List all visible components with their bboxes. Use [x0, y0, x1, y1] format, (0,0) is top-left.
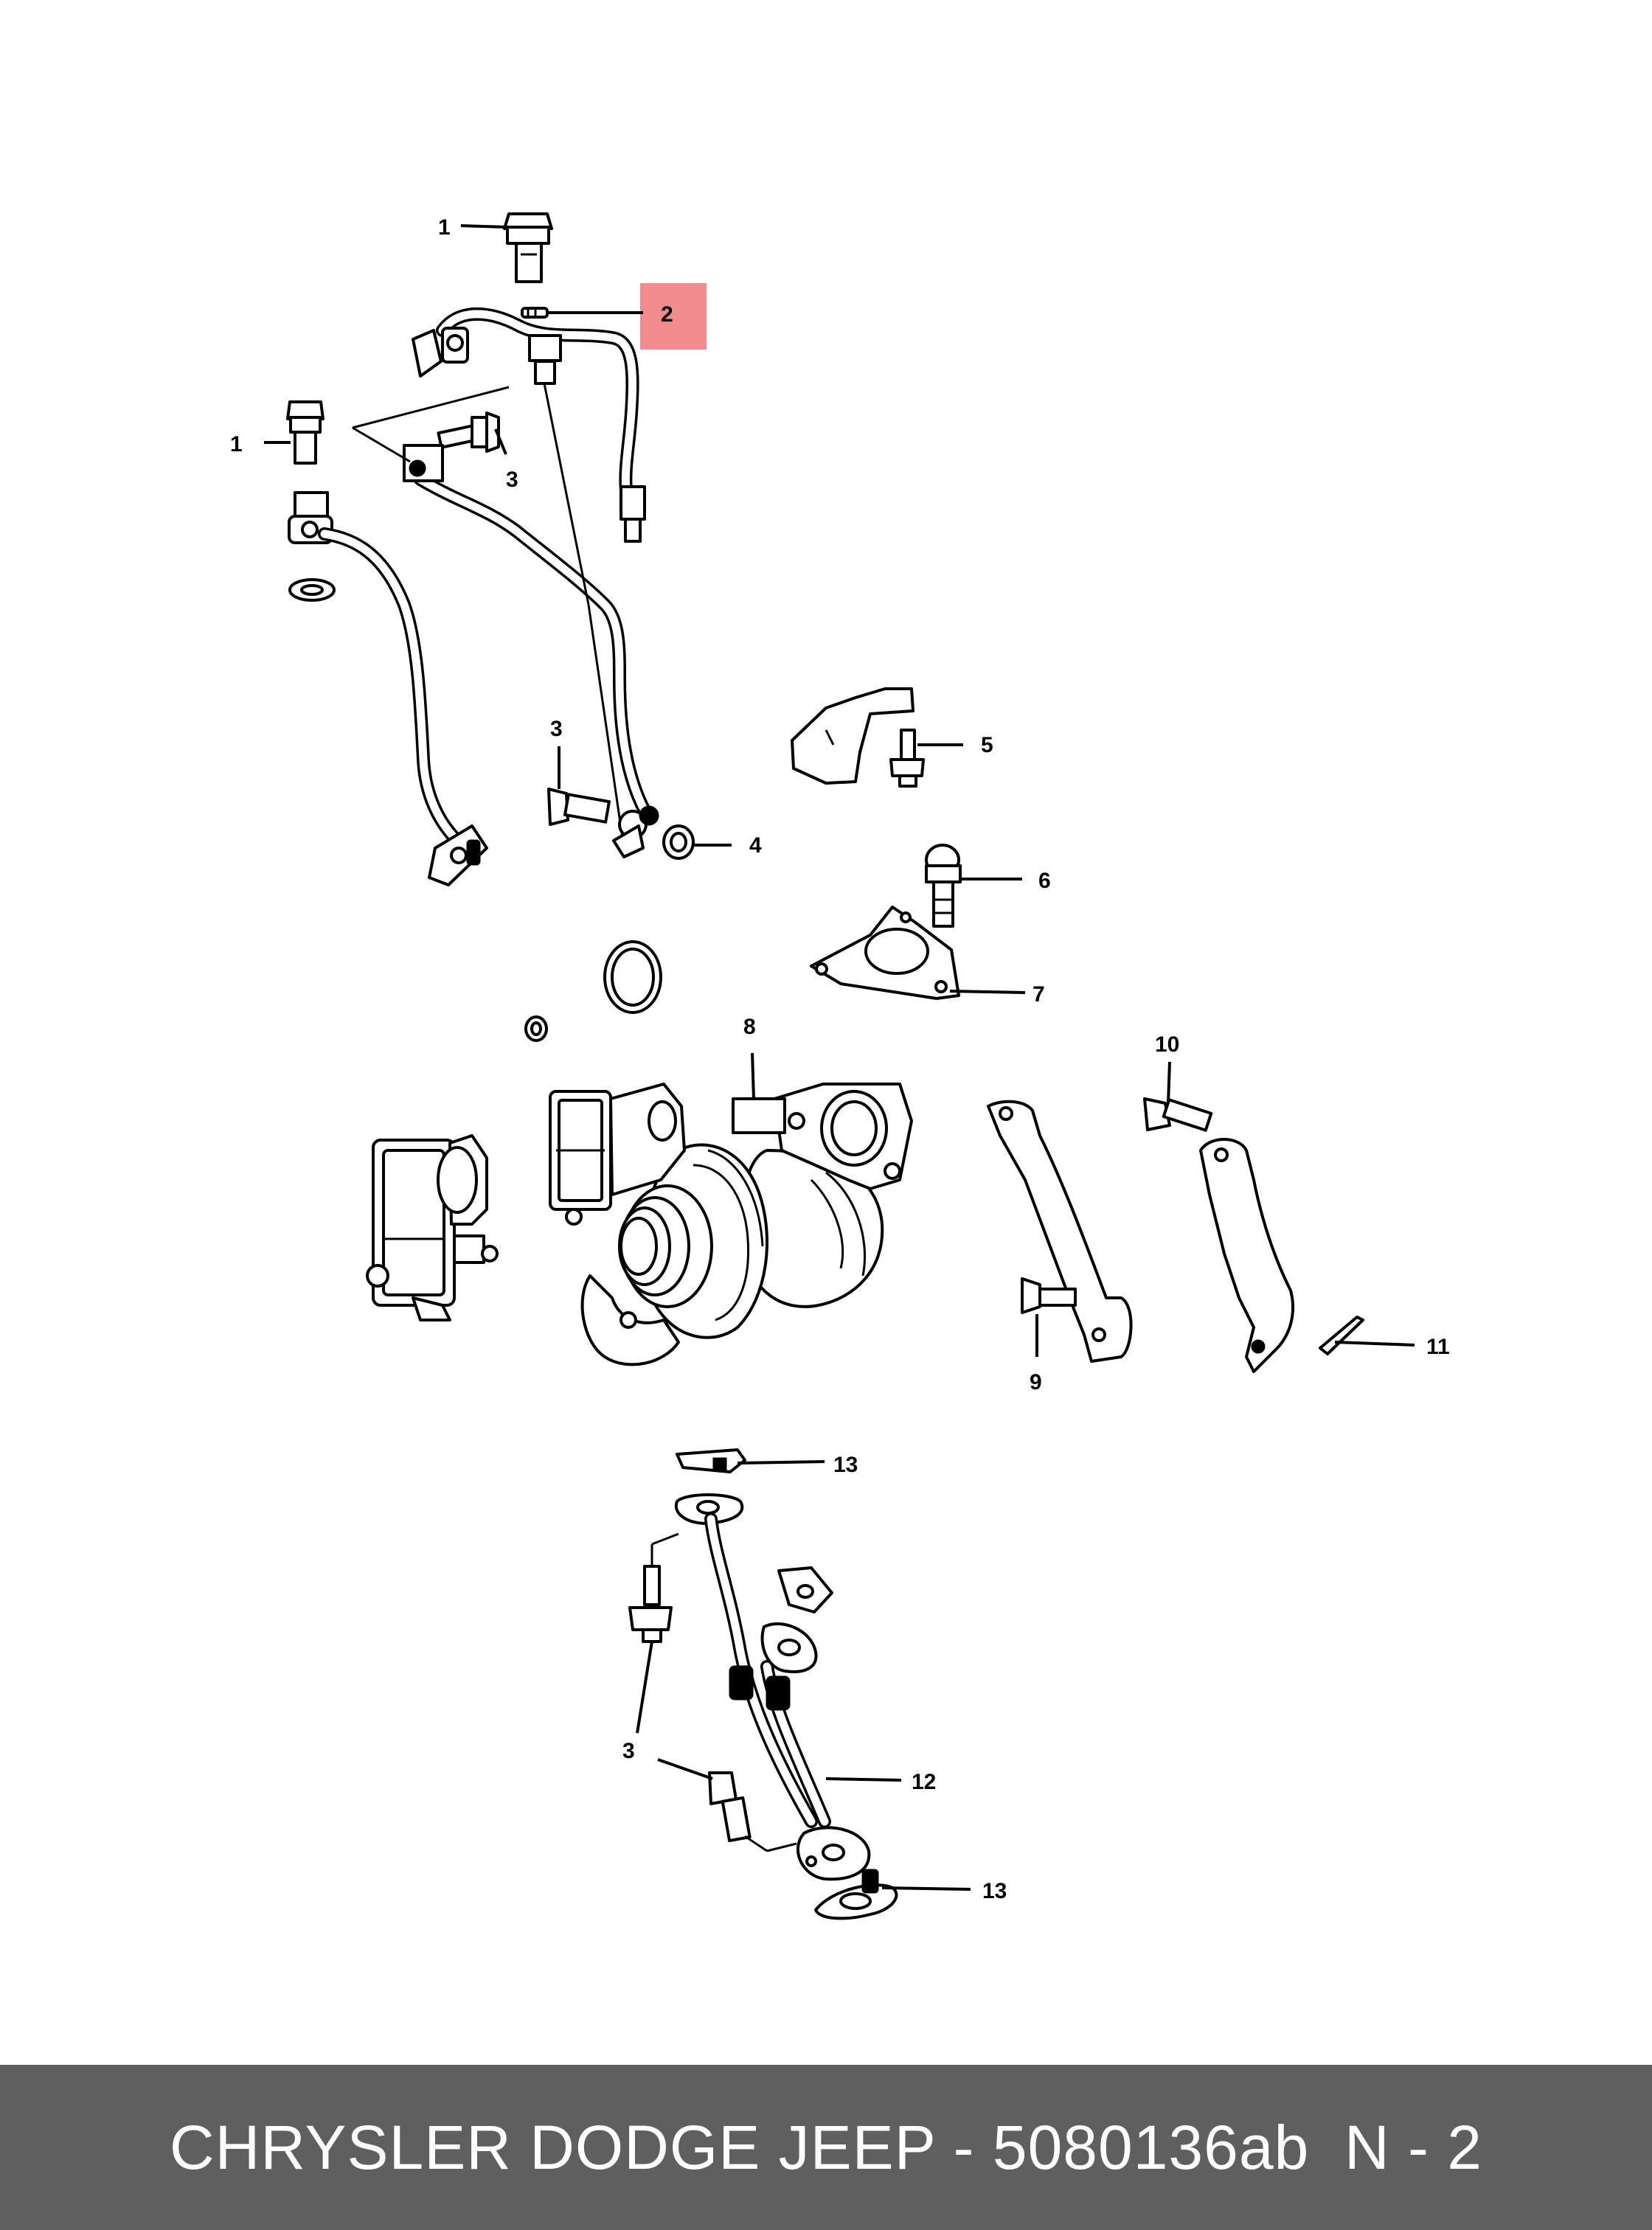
bolt-3-tube-upper — [628, 1565, 673, 1643]
gasket-13-upper — [676, 1448, 746, 1473]
footer-page-number: N - 2 — [1344, 2112, 1482, 2182]
callout-1-top: 1 — [438, 215, 451, 240]
callout-3-mid: 3 — [550, 717, 563, 741]
banjo-bolt-top — [503, 212, 553, 283]
callout-2-highlight — [640, 283, 707, 350]
washer-4 — [662, 824, 695, 860]
callout-9: 9 — [1030, 1370, 1042, 1394]
bolt-9 — [1021, 1277, 1077, 1314]
bolt-3-tube-lower — [708, 1771, 752, 1843]
footer-title: CHRYSLER DODGE JEEP - 5080136ab — [170, 2112, 1310, 2182]
oil-return-line — [403, 444, 656, 825]
callout-8: 8 — [743, 1015, 756, 1039]
callout-13-lower: 13 — [982, 1879, 1007, 1903]
callout-12: 12 — [912, 1770, 936, 1794]
left-oil-pipe — [288, 491, 488, 886]
turbo-actuator — [366, 1134, 499, 1321]
clip-11 — [1319, 1316, 1364, 1355]
o-ring-small — [524, 1015, 548, 1042]
turbocharger-8 — [549, 1083, 913, 1366]
seal-washer-2 — [521, 307, 549, 319]
bolt-5 — [889, 729, 925, 788]
callout-5: 5 — [981, 733, 993, 757]
callout-3-tube: 3 — [622, 1739, 635, 1763]
gasket-7 — [810, 906, 960, 1000]
bolt-6 — [925, 844, 962, 928]
coolant-tube-12 — [674, 1493, 871, 1881]
support-bracket-b — [1199, 1138, 1294, 1373]
callout-1-left: 1 — [230, 432, 243, 456]
callout-7: 7 — [1032, 982, 1045, 1007]
bolt-3-upper — [437, 411, 500, 453]
support-bracket-a — [987, 1100, 1133, 1363]
footer-bar: CHRYSLER DODGE JEEP - 5080136ab N - 2 — [0, 2065, 1652, 2230]
callout-13-upper: 13 — [833, 1453, 858, 1477]
parts-diagram: 1 2 1 3 3 4 5 6 7 8 10 9 11 13 3 12 13 — [230, 212, 1450, 1920]
callout-4: 4 — [749, 833, 762, 858]
o-ring-large — [603, 940, 662, 1014]
callout-2: 2 — [661, 302, 673, 327]
callout-10: 10 — [1155, 1032, 1179, 1057]
bolt-10 — [1143, 1097, 1213, 1132]
bolt-3-mid — [547, 788, 659, 858]
banjo-bolt-left — [286, 400, 324, 465]
oil-feed-line — [412, 307, 646, 543]
callout-6: 6 — [1038, 869, 1051, 893]
gasket-13-lower — [814, 1869, 898, 1920]
callout-3-upper: 3 — [506, 468, 518, 492]
bracket-5 — [791, 687, 914, 785]
callout-11: 11 — [1426, 1335, 1450, 1359]
